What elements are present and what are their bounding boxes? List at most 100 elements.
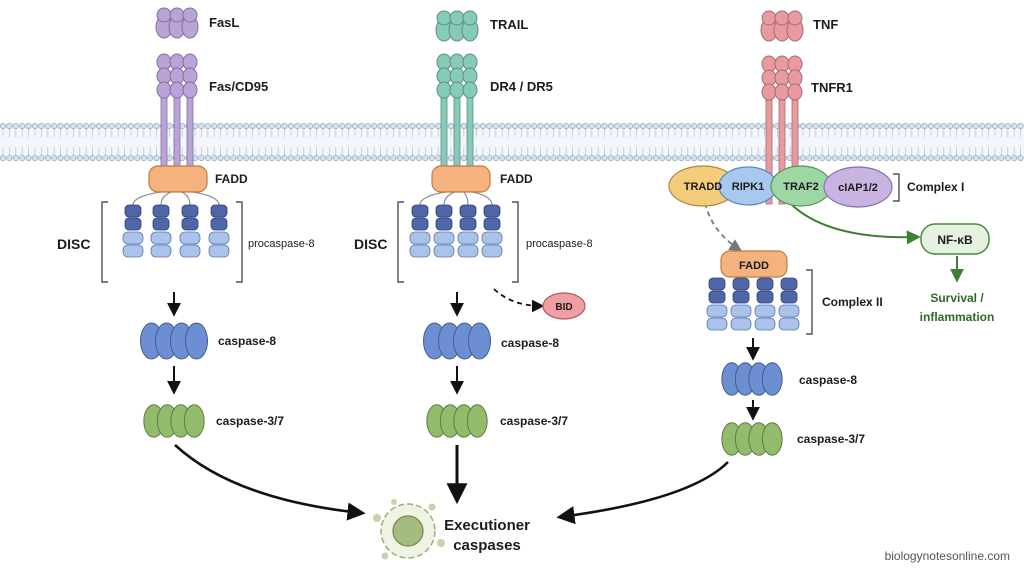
lipid-head (934, 154, 941, 162)
lipid-head (537, 122, 544, 130)
lipid-head (684, 122, 691, 130)
lipid-head (742, 122, 749, 130)
lipid-head (313, 122, 320, 130)
lipid-head (671, 154, 679, 162)
lipid-head (211, 154, 218, 162)
lipid-head (377, 154, 384, 162)
lipid-head (255, 122, 263, 130)
lipid-head (588, 154, 595, 162)
lipid-head (153, 122, 160, 130)
lipid-head (313, 154, 320, 162)
fas-disc-label: DISC (57, 236, 90, 252)
lipid-head (243, 154, 250, 162)
lipid-head (863, 122, 871, 130)
lipid-head (991, 154, 999, 162)
complex-i-bracket (893, 173, 900, 202)
lipid-head (940, 122, 947, 130)
lipid-head (646, 122, 653, 130)
lipid-head (121, 154, 128, 162)
bid-protein (542, 292, 586, 320)
lipid-head (819, 154, 826, 162)
trail-receptor-transmembrane-stalk (453, 97, 461, 171)
lipid-head (275, 154, 282, 162)
lipid-head (614, 154, 621, 162)
trail-procaspase-8-catalytic (457, 231, 479, 245)
lipid-head (403, 154, 410, 162)
lipid-head (294, 122, 301, 130)
lipid-head (883, 154, 890, 162)
lipid-head (211, 122, 218, 130)
trail-receptor-ligand-subunit (436, 10, 452, 26)
lipid-head (83, 154, 90, 162)
lipid-head (268, 154, 275, 162)
lipid-head (409, 154, 416, 162)
lipid-head (940, 154, 947, 162)
lipid-head (723, 122, 730, 130)
lipid-head (371, 122, 378, 130)
lipid-head (102, 154, 109, 162)
tnf-label: TNF (813, 17, 838, 32)
lipid-head (908, 154, 915, 162)
trail-receptor-receptor-domain (436, 81, 452, 99)
tradd-label: TRADD (684, 181, 723, 193)
lipid-head (127, 122, 135, 130)
lipid-head (377, 122, 384, 130)
lipid-head (646, 154, 653, 162)
lipid-head (819, 122, 826, 130)
lipid-head (281, 154, 288, 162)
fas-procaspase-8-ded (124, 217, 142, 231)
fasl-label: FasL (209, 15, 239, 30)
lipid-head (742, 154, 749, 162)
lipid-head (511, 154, 519, 162)
tnf-procaspase-8-catalytic (730, 304, 752, 318)
lipid-head (25, 154, 32, 162)
tnf-procaspase-8-ded (756, 290, 774, 304)
lipid-head (275, 122, 282, 130)
tnfr1-receptor-transmembrane-stalk (765, 99, 773, 205)
lipid-head (851, 154, 858, 162)
lipid-head (595, 122, 602, 130)
trail-fadd-blob (431, 165, 491, 193)
lipid-head (1004, 122, 1011, 130)
lipid-head (396, 154, 403, 162)
tnf-caspase-8 (721, 362, 783, 396)
lipid-head (703, 122, 711, 130)
lipid-head (422, 122, 429, 130)
lipid-head (422, 154, 429, 162)
lipid-head (947, 154, 954, 162)
lipid-head (63, 122, 71, 130)
lipid-head (876, 154, 883, 162)
lipid-head (204, 122, 211, 130)
lipid-head (755, 122, 762, 130)
tnf-procaspase-8-catalytic (754, 317, 776, 331)
lipid-head (415, 154, 423, 162)
fas-receptor-receptor-domain (169, 81, 185, 99)
trail-procaspase-8-ded (435, 217, 453, 231)
lipid-head (255, 154, 263, 162)
lipid-head (889, 154, 896, 162)
lipid-head (140, 122, 147, 130)
tnfr1-receptor-ligand-subunit (774, 10, 790, 26)
trail-receptor-ligand-subunit (449, 10, 465, 26)
tnf-procaspase-8-ded (708, 277, 726, 291)
trail-procaspase-8-ded (411, 204, 429, 218)
lipid-head (1017, 154, 1024, 162)
trail-receptor-receptor-domain (449, 81, 465, 99)
lipid-head (447, 122, 455, 130)
lipid-head (6, 154, 13, 162)
lipid-head (614, 122, 621, 130)
lipid-head (339, 122, 346, 130)
lipid-head (543, 154, 551, 162)
lipid-head (95, 154, 103, 162)
lipid-head (511, 122, 519, 130)
trail-procaspase-8-ded (483, 204, 501, 218)
lipid-head (486, 154, 493, 162)
ciap-label: cIAP1/2 (838, 182, 878, 194)
lipid-head (595, 154, 602, 162)
lipid-head (70, 154, 77, 162)
lipid-head (89, 154, 96, 162)
lipid-head (31, 154, 39, 162)
trail-receptor-ligand-subunit (462, 10, 478, 26)
lipid-head (473, 154, 480, 162)
lipid-head (204, 154, 211, 162)
